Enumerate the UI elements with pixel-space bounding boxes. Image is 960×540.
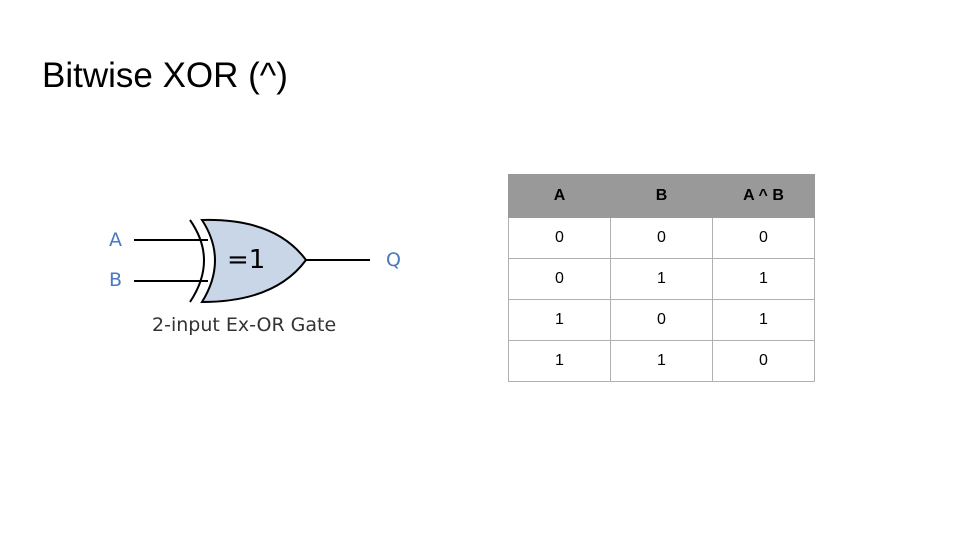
header-result: A ^ B (712, 174, 815, 218)
xor-gate-diagram: A B Q =1 2-input Ex-OR Gate (100, 210, 420, 350)
truth-table-header-row: A B A ^ B (508, 174, 815, 218)
gate-symbol-text: =1 (227, 245, 265, 275)
slide-title: Bitwise XOR (^) (42, 56, 288, 95)
gate-caption: 2-input Ex-OR Gate (152, 314, 336, 336)
output-q-label: Q (386, 249, 401, 271)
table-cell: 0 (610, 299, 713, 341)
table-row: 1 1 0 (508, 340, 815, 382)
input-b-label: B (109, 269, 122, 291)
table-cell: 1 (508, 340, 611, 382)
table-cell: 0 (508, 217, 611, 259)
header-a: A (508, 174, 611, 218)
table-cell: 0 (712, 340, 815, 382)
table-cell: 0 (508, 258, 611, 300)
table-row: 1 0 1 (508, 299, 815, 341)
table-cell: 0 (610, 217, 713, 259)
input-a-label: A (109, 229, 122, 251)
header-b: B (610, 174, 713, 218)
table-cell: 1 (508, 299, 611, 341)
table-cell: 0 (712, 217, 815, 259)
table-row: 0 0 0 (508, 217, 815, 259)
table-cell: 1 (712, 299, 815, 341)
xor-input-curve (189, 219, 205, 303)
table-cell: 1 (712, 258, 815, 300)
table-cell: 1 (610, 340, 713, 382)
truth-table: A B A ^ B 0 0 0 0 1 1 1 0 1 1 (508, 174, 815, 382)
gate-body (200, 218, 308, 304)
table-row: 0 1 1 (508, 258, 815, 300)
table-cell: 1 (610, 258, 713, 300)
